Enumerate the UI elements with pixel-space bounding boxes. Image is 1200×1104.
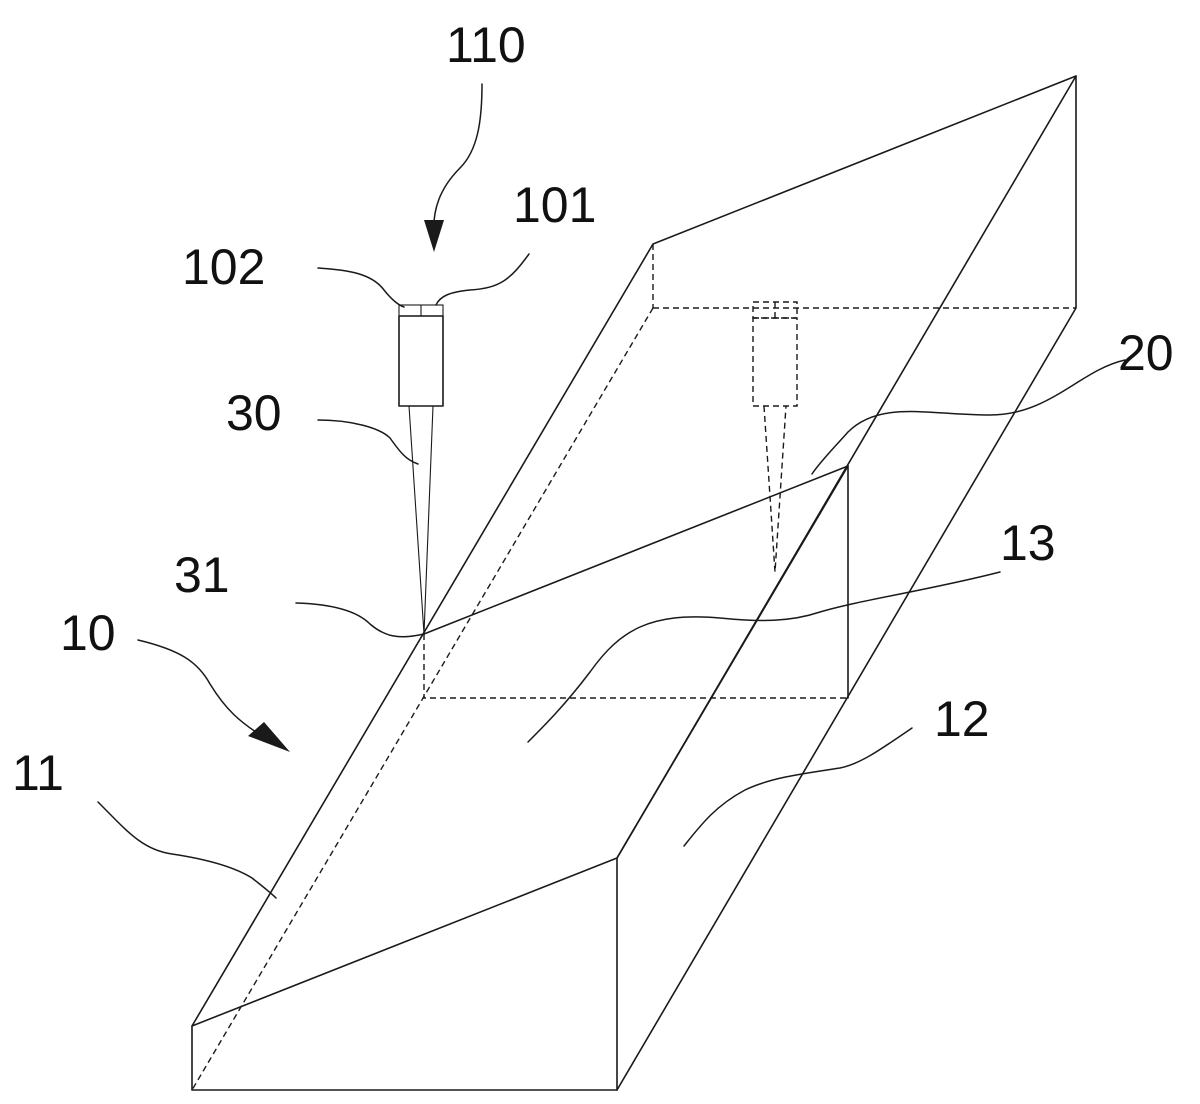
arrow-10	[248, 722, 290, 752]
section-plane	[423, 465, 849, 859]
leader-102	[317, 267, 405, 308]
label-31: 31	[174, 547, 230, 603]
label-11: 11	[12, 745, 64, 801]
label-20: 20	[1118, 325, 1174, 381]
hidden-laser-body	[752, 317, 798, 407]
reference-numerals: 110 101 102 20 30 13 31 10 12 11	[12, 17, 1174, 801]
laser-body	[398, 315, 444, 407]
wedge-body	[191, 75, 1077, 1091]
leader-13	[527, 571, 1001, 743]
label-12: 12	[934, 691, 990, 747]
leader-12	[683, 727, 913, 847]
leader-30	[317, 419, 419, 465]
leader-31	[295, 602, 425, 638]
laser-beam-30	[408, 405, 434, 635]
hidden-edges	[191, 244, 1076, 1091]
section-plane-hidden	[423, 634, 848, 699]
laser-head	[398, 304, 444, 635]
section-plane-edge	[423, 465, 849, 699]
leader-101	[435, 253, 530, 306]
label-30: 30	[226, 385, 282, 441]
label-10: 10	[60, 605, 116, 661]
leader-10	[137, 639, 263, 737]
label-101: 101	[513, 177, 596, 233]
leader-lines	[97, 83, 1126, 899]
hidden-laser-head	[752, 301, 798, 573]
label-13: 13	[1000, 515, 1056, 571]
leader-11	[97, 801, 277, 899]
right-side-face	[616, 75, 1077, 1091]
hidden-diagonal-edge	[191, 307, 654, 1091]
front-end-face	[191, 857, 618, 1091]
section-plane-diagonal	[616, 465, 849, 859]
arrow-110	[424, 220, 444, 252]
label-110: 110	[446, 17, 526, 73]
hidden-laser-beam	[763, 405, 787, 573]
label-102: 102	[182, 239, 265, 295]
leader-110	[432, 83, 483, 237]
leader-20	[811, 359, 1126, 475]
